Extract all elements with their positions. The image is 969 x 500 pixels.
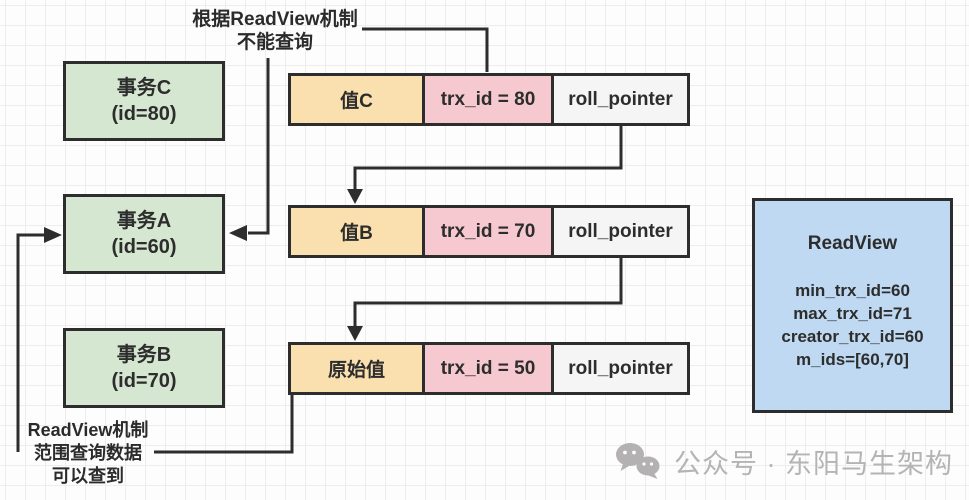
arrowhead-into-original [347,326,363,341]
note-bottom-line1: ReadView机制 [27,420,149,440]
arrowhead-into-txn-a-left [44,227,62,243]
version-trx-id-cell: trx_id = 50 [422,345,554,392]
transaction-id: (id=80) [111,103,177,125]
note-bottom-line2: 范围查询数据 [34,443,142,463]
version-trx-id-cell: trx_id = 70 [422,208,554,255]
version-trx-id-cell: trx_id = 80 [422,76,554,123]
readview-box: ReadView min_trx_id=60 max_trx_id=71 cre… [752,198,953,413]
version-value-cell: 值B [291,208,422,255]
watermark: 公众号 · 东阳马生架构 [614,441,953,481]
connector-roll1-to-valueB [353,126,623,190]
version-row-original: 原始值 trx_id = 50 roll_pointer [288,342,690,395]
readview-min-trx-id: min_trx_id=60 [795,281,910,300]
note-readview-range-query: ReadView机制 范围查询数据 可以查到 [12,419,164,488]
note-bottom-line3: 可以查到 [52,466,124,486]
connector-roll2-to-original [353,257,623,327]
transaction-id: (id=60) [111,236,177,258]
transaction-name: 事务A [116,210,172,232]
transaction-name: 事务B [116,344,172,366]
arrowhead-into-txn-a-right [229,225,247,241]
readview-title: ReadView [807,233,898,254]
wechat-icon [616,443,660,479]
watermark-text: 公众号 · 东阳马生架构 [674,448,953,479]
transaction-box-b: 事务B (id=70) [63,328,225,408]
version-row-c: 值C trx_id = 80 roll_pointer [288,73,690,126]
version-value-cell: 原始值 [291,345,422,392]
version-roll-pointer-cell: roll_pointer [554,208,687,255]
note-readview-cannot-query: 根据ReadView机制 不能查询 [168,8,382,54]
version-roll-pointer-cell: roll_pointer [554,76,687,123]
readview-m-ids: m_ids=[60,70] [796,350,909,369]
note-top-line2: 不能查询 [236,32,313,53]
transaction-id: (id=70) [111,370,177,392]
version-roll-pointer-cell: roll_pointer [554,345,687,392]
transaction-name: 事务C [116,77,172,99]
readview-properties: min_trx_id=60 max_trx_id=71 creator_trx_… [755,279,950,371]
transaction-box-c: 事务C (id=80) [63,61,225,141]
connector-top-note-to-txn-a [248,58,270,235]
version-value-cell: 值C [291,76,422,123]
transaction-box-a: 事务A (id=60) [63,194,225,274]
arrowhead-into-valueB [347,189,363,204]
note-top-line1: 根据ReadView机制 [192,9,358,30]
version-row-b: 值B trx_id = 70 roll_pointer [288,205,690,258]
readview-creator-trx-id: creator_trx_id=60 [781,327,924,346]
readview-max-trx-id: max_trx_id=71 [793,304,912,323]
